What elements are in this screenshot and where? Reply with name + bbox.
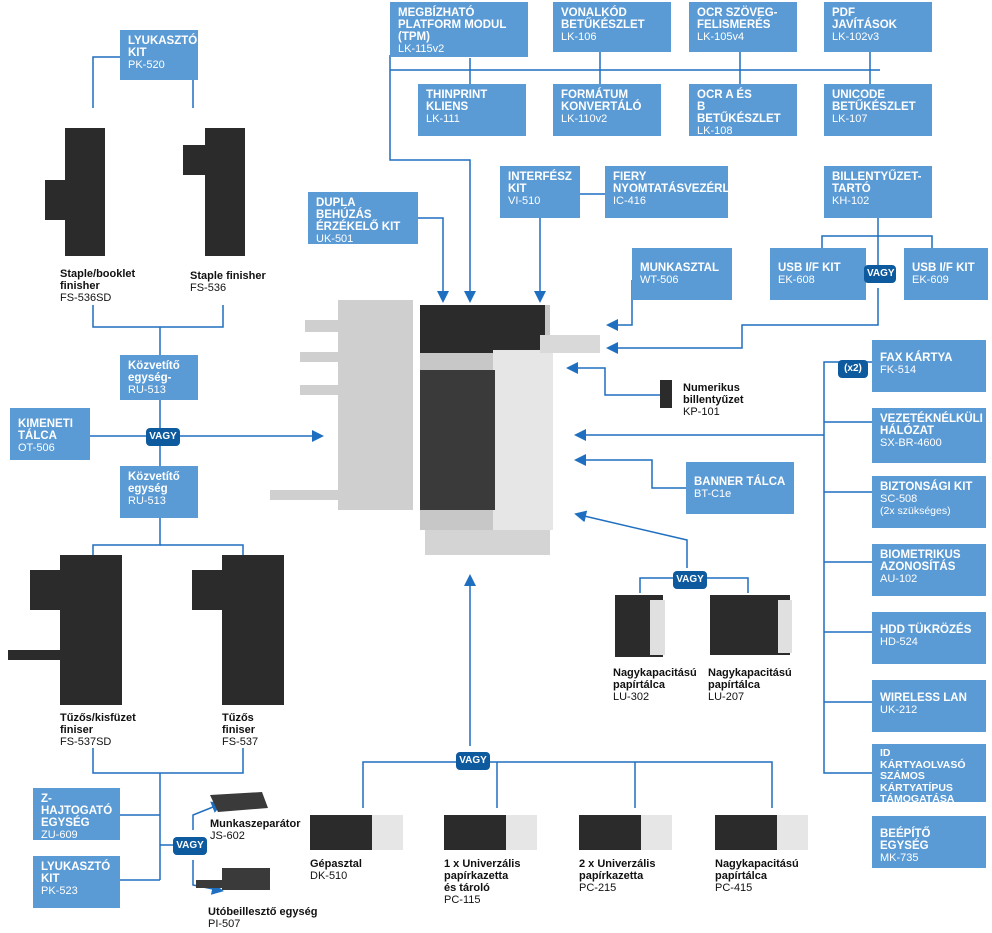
pc415-image xyxy=(715,815,808,850)
pi507-image xyxy=(196,868,270,890)
pc215-image xyxy=(579,815,672,850)
finisher-fs537-image xyxy=(192,555,284,705)
option-relay-1[interactable]: Közvetítő egység-RU-513 xyxy=(120,355,198,400)
js602-image xyxy=(210,792,268,812)
pc115-image xyxy=(444,815,537,850)
vagy-badge-trays: VAGY xyxy=(456,752,490,770)
vagy-badge-finisher: VAGY xyxy=(173,837,207,855)
finisher-fs537sd-image xyxy=(8,555,122,705)
option-idcard[interactable]: ID KÁRTYAOLVASÓ SZÁMOS KÁRTYATÍPUS TÁMOG… xyxy=(872,744,986,805)
finisher-fs536-image xyxy=(183,128,245,256)
lu302-image xyxy=(615,595,665,657)
keypad-image xyxy=(660,380,672,408)
option-tpm[interactable]: MEGBÍZHATÓ PLATFORM MODUL (TPM)LK-115v2 xyxy=(390,2,528,57)
main-mfp-image xyxy=(270,300,600,555)
dk510-image xyxy=(310,815,403,850)
vagy-badge-lu: VAGY xyxy=(673,571,707,589)
finisher-fs536sd-image xyxy=(45,128,105,256)
vagy-badge-usb: VAGY xyxy=(864,265,896,283)
vagy-badge-output: VAGY xyxy=(146,428,180,446)
lu207-image xyxy=(710,595,792,655)
x2-badge: (x2) xyxy=(838,360,868,378)
